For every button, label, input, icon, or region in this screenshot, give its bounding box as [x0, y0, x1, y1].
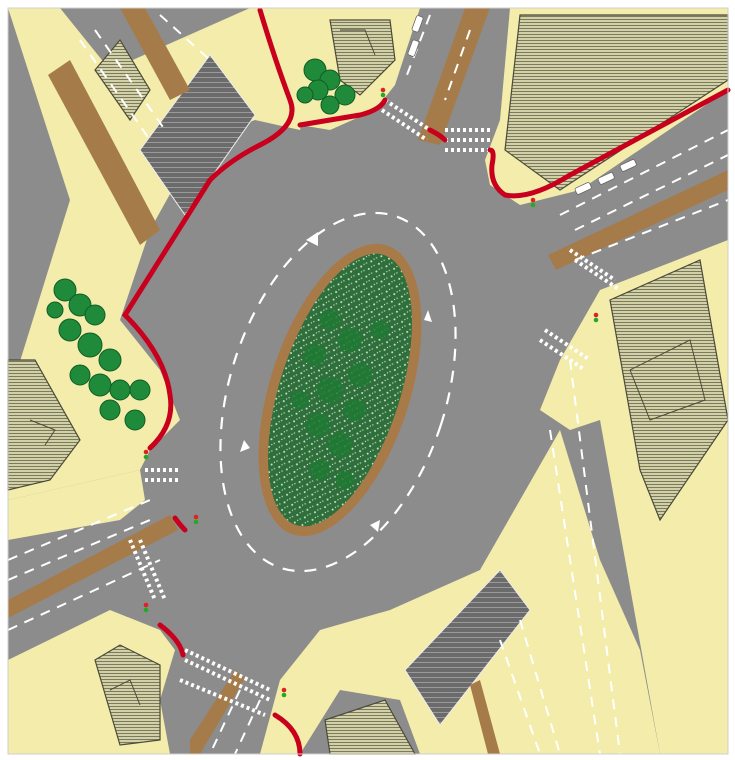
bike-lane-ne2 — [427, 127, 448, 143]
bike-lane-w — [172, 515, 188, 533]
building-right — [609, 259, 729, 522]
crosswalks — [128, 98, 622, 717]
crosswalk-s — [184, 648, 271, 692]
building-top-mid — [329, 19, 396, 96]
tree-cluster-left — [46, 278, 151, 431]
bike-lane-ne — [487, 87, 731, 199]
map-frame — [7, 7, 729, 755]
bike-lane-n — [297, 97, 388, 128]
island-trees — [291, 310, 389, 489]
traffic-light-icon — [143, 87, 599, 698]
building-top-left-a — [94, 38, 151, 122]
bike-lane-sw — [157, 622, 186, 658]
roundabout-lane-ring — [219, 211, 457, 573]
bike-lanes — [121, 7, 731, 757]
car-icon — [407, 15, 637, 195]
crosswalk-sw — [128, 539, 157, 601]
tree-cluster-top — [296, 58, 356, 115]
bike-lane-nw — [121, 7, 295, 451]
building-bottom-left — [94, 644, 161, 746]
buildings — [7, 14, 729, 755]
medians — [8, 8, 728, 754]
parking-bottom — [404, 569, 531, 726]
arrow-icon — [240, 232, 432, 532]
bike-lane-s — [272, 712, 303, 757]
lane-markings — [7, 14, 729, 755]
building-outlines — [29, 29, 706, 706]
tree-icon — [46, 58, 356, 431]
roundabout — [219, 211, 457, 573]
parking-lots — [139, 54, 531, 726]
